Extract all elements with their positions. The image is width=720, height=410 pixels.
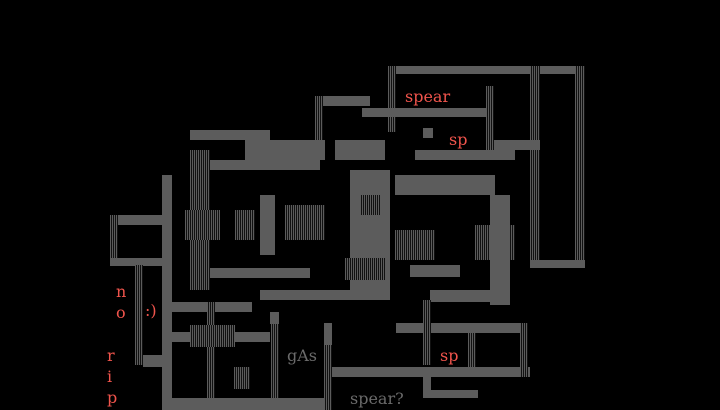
wall <box>324 323 332 345</box>
wall <box>520 323 528 377</box>
wall <box>395 175 495 195</box>
wall <box>490 195 510 305</box>
wall <box>410 265 460 277</box>
wall <box>143 355 165 367</box>
wall <box>430 290 510 302</box>
wall <box>210 268 310 278</box>
wall <box>423 390 478 398</box>
label-rip-p: p <box>107 388 118 407</box>
wall <box>388 66 396 132</box>
wall <box>486 86 494 150</box>
wall <box>110 215 165 225</box>
wall <box>423 128 433 138</box>
wall <box>190 130 270 140</box>
wall <box>395 230 435 260</box>
label-sp-bottom: sp <box>440 346 459 365</box>
wall <box>362 108 486 117</box>
wall <box>260 195 275 255</box>
wall <box>170 332 190 342</box>
wall <box>235 210 255 240</box>
wall <box>350 170 390 300</box>
wall <box>260 290 350 300</box>
wall <box>245 140 325 160</box>
label-rip-r: r <box>107 346 115 365</box>
wall <box>345 258 385 280</box>
wall <box>575 66 585 266</box>
label-rip-i: i <box>107 367 113 386</box>
wall <box>271 324 279 410</box>
wall <box>315 96 323 140</box>
wall <box>494 140 540 150</box>
wall <box>162 175 172 410</box>
wall <box>285 205 325 240</box>
label-smiley: :) <box>145 301 157 320</box>
wall <box>170 398 330 410</box>
wall <box>185 210 220 240</box>
wall <box>315 96 370 106</box>
wall <box>415 150 515 160</box>
wall <box>423 300 431 365</box>
wall <box>468 333 476 367</box>
wall <box>210 160 320 170</box>
wall <box>360 195 380 215</box>
wall <box>396 323 526 333</box>
wall <box>110 258 165 266</box>
wall <box>395 66 585 74</box>
wall <box>190 325 235 347</box>
label-gas: gAs <box>287 346 318 365</box>
wall <box>234 367 250 389</box>
label-spear: spear <box>405 87 451 106</box>
wall <box>110 215 118 265</box>
wall <box>207 302 215 410</box>
wall <box>234 332 270 342</box>
wall <box>270 312 279 324</box>
wall <box>135 265 143 365</box>
label-sp-top: sp <box>449 130 468 149</box>
label-no-n: n <box>116 282 127 301</box>
label-spear-question: spear? <box>350 389 404 408</box>
wall <box>324 345 332 410</box>
wall <box>530 66 540 266</box>
wall <box>332 367 530 377</box>
label-no-o: o <box>116 303 126 322</box>
wall <box>335 140 385 160</box>
wall <box>530 260 585 268</box>
wall <box>423 377 431 397</box>
